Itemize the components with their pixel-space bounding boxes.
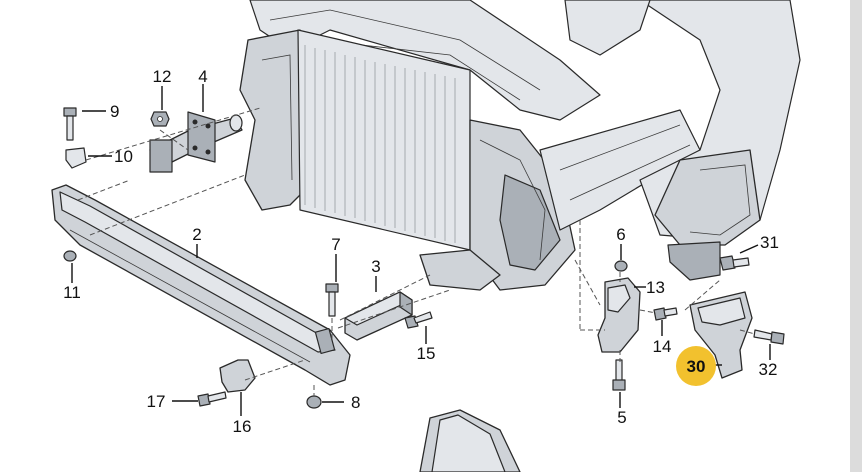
bracket-16 — [219, 359, 256, 393]
nut-11 — [63, 250, 77, 262]
callout-17: 17 — [147, 392, 166, 411]
callout-12: 12 — [153, 67, 172, 86]
screw-15 — [404, 311, 433, 329]
callout-11: 11 — [63, 283, 81, 302]
callout-10: 10 — [114, 147, 133, 166]
callout-5: 5 — [617, 408, 626, 427]
callout-3: 3 — [371, 257, 380, 276]
nut-6 — [614, 260, 628, 272]
callout-7: 7 — [331, 235, 340, 254]
right-edge-strip — [850, 0, 862, 472]
screw-14 — [653, 307, 678, 321]
bracket-30 — [689, 291, 753, 379]
screw-17 — [197, 391, 227, 407]
upper-body-corner — [564, 0, 651, 56]
sensor-3 — [344, 291, 413, 341]
assembly-lines — [77, 107, 756, 396]
callout-31: 31 — [760, 233, 779, 252]
fender-wheelarch — [639, 0, 801, 281]
callout-16: 16 — [233, 417, 252, 436]
bolt-9 — [63, 107, 77, 141]
bolt-5 — [612, 359, 626, 391]
callout-2: 2 — [192, 225, 201, 244]
highlight-marker — [676, 346, 716, 386]
clip-10 — [65, 147, 87, 169]
nut-8 — [306, 395, 322, 409]
crash-box — [149, 111, 243, 173]
callout-13: 13 — [646, 278, 665, 297]
bolt-7 — [325, 283, 339, 317]
callout-6: 6 — [616, 225, 625, 244]
callout-9: 9 — [110, 102, 119, 121]
callout-8: 8 — [351, 393, 360, 412]
callout-labels: 12 4 9 10 2 11 7 3 15 17 16 8 6 13 14 5 … — [63, 67, 779, 436]
front-end-carrier — [239, 0, 701, 291]
bumper-reinforcement — [51, 184, 351, 386]
nut-12 — [150, 111, 170, 127]
bracket-13 — [597, 277, 641, 353]
screw-31 — [719, 255, 750, 271]
lower-trim-partial-face — [431, 414, 506, 472]
screw-32 — [753, 329, 785, 345]
leader-lines — [71, 84, 771, 416]
callout-14: 14 — [653, 337, 672, 356]
callout-30: 30 — [687, 357, 706, 376]
callout-4: 4 — [198, 67, 207, 86]
callout-15: 15 — [417, 344, 436, 363]
callout-32: 32 — [759, 360, 778, 379]
